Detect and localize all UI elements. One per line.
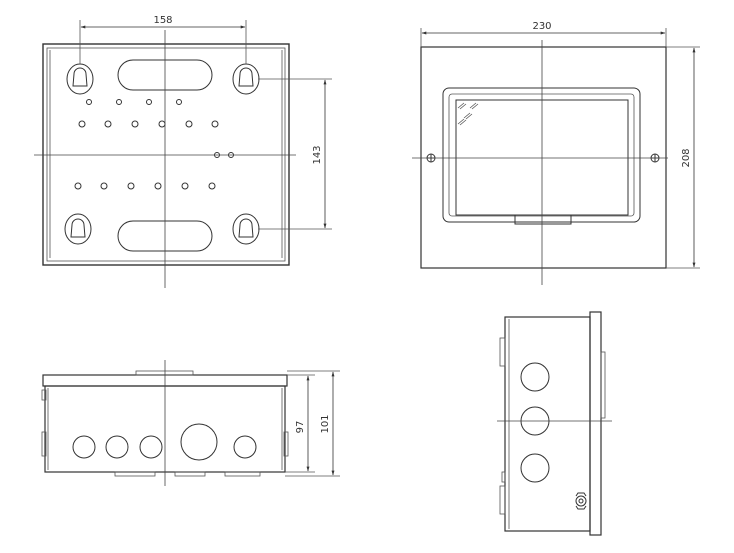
dimension-width-230: 230 [420, 21, 667, 47]
back-view: 158 143 [34, 15, 332, 288]
dimension-width-158: 158 [79, 15, 247, 64]
dimension-height-97: 97 [285, 374, 315, 473]
bottom-view: 97 101 [41, 360, 340, 486]
dim-label-158: 158 [153, 15, 172, 26]
mount-hole-bottom-left [64, 213, 92, 245]
side-view [497, 311, 612, 536]
front-view: 230 208 [412, 21, 700, 285]
dimension-height-101: 101 [285, 370, 340, 477]
dim-label-230: 230 [532, 21, 551, 32]
dimension-height-208: 208 [666, 46, 700, 269]
mount-hole-top-right [232, 63, 260, 95]
dim-label-208: 208 [681, 148, 692, 167]
knockout-dots [74, 99, 234, 190]
mount-hole-top-left [66, 63, 94, 95]
dimension-height-143: 143 [258, 78, 332, 230]
lock-knob [575, 492, 587, 510]
dim-label-101: 101 [320, 414, 331, 433]
glass-reflection [457, 102, 479, 126]
cable-knockouts [72, 423, 257, 461]
dim-label-97: 97 [295, 421, 306, 434]
latch-tab [514, 214, 572, 225]
side-body [504, 316, 591, 532]
mount-hole-bottom-right [232, 213, 260, 245]
side-knockouts [520, 362, 550, 483]
dim-label-143: 143 [312, 145, 323, 164]
window-frame [442, 87, 641, 223]
side-lid [589, 311, 602, 536]
